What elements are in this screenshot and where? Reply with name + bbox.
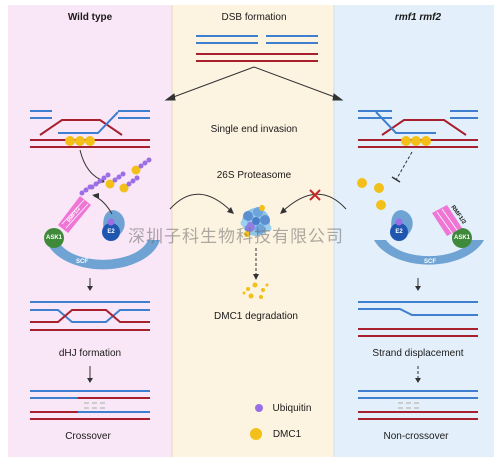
ubiquitin-chain-rmf-left bbox=[79, 184, 93, 196]
block-x bbox=[309, 189, 321, 201]
ubiquitin-legend-swatch bbox=[255, 404, 263, 412]
dmc1-legend-swatch bbox=[250, 428, 262, 440]
dhj-formation-label: dHJ formation bbox=[58, 348, 122, 359]
free-dmc1-right bbox=[357, 178, 386, 210]
dsb-duplex bbox=[196, 35, 318, 62]
scf-label-right: SCF bbox=[424, 259, 436, 265]
strand-displacement-label: Strand displacement bbox=[372, 348, 464, 359]
watermark-text: 深圳子科生物科技有限公司 bbox=[128, 227, 344, 247]
non-crossover-product bbox=[358, 390, 478, 420]
ask1-label-left: ASK1 bbox=[45, 235, 63, 241]
ubiquitinated-dmc1 bbox=[105, 157, 152, 193]
branch-arrows bbox=[164, 66, 344, 101]
blocked-ubiquitination bbox=[395, 151, 413, 181]
crossover-label: Crossover bbox=[65, 431, 111, 442]
proteasome-icon bbox=[240, 205, 272, 237]
rmf-mutant-panel bbox=[334, 5, 494, 457]
single-end-invasion-label: Single end invasion bbox=[210, 124, 298, 135]
scf-complex-left bbox=[44, 196, 160, 270]
displaced-strands bbox=[358, 301, 478, 337]
non-crossover-label: Non-crossover bbox=[383, 431, 449, 442]
ask1-label-right: ASK1 bbox=[453, 235, 471, 241]
ubiquitin-legend-label: Ubiquitin bbox=[272, 403, 312, 414]
dmc1-legend-label: DMC1 bbox=[272, 429, 302, 440]
dsb-formation-title: DSB formation bbox=[221, 12, 287, 23]
dhj-structure bbox=[30, 301, 150, 331]
crossover-product bbox=[30, 390, 150, 420]
scf-complex-right bbox=[374, 205, 484, 265]
scf-label-left: SCF bbox=[76, 259, 88, 265]
e2-label-right: E2 bbox=[395, 229, 403, 235]
dmc1-cluster-left bbox=[65, 136, 95, 146]
proteasome-label: 26S Proteasome bbox=[216, 170, 292, 181]
degraded-dmc1-fragments bbox=[242, 282, 269, 299]
e2-label-left: E2 bbox=[107, 229, 115, 235]
dmc1-cluster-right bbox=[401, 136, 431, 146]
wild-type-title: Wild type bbox=[67, 12, 113, 23]
dmc1-degradation-label: DMC1 degradation bbox=[214, 311, 298, 322]
mutant-title: rmf1 rmf2 bbox=[394, 12, 442, 23]
